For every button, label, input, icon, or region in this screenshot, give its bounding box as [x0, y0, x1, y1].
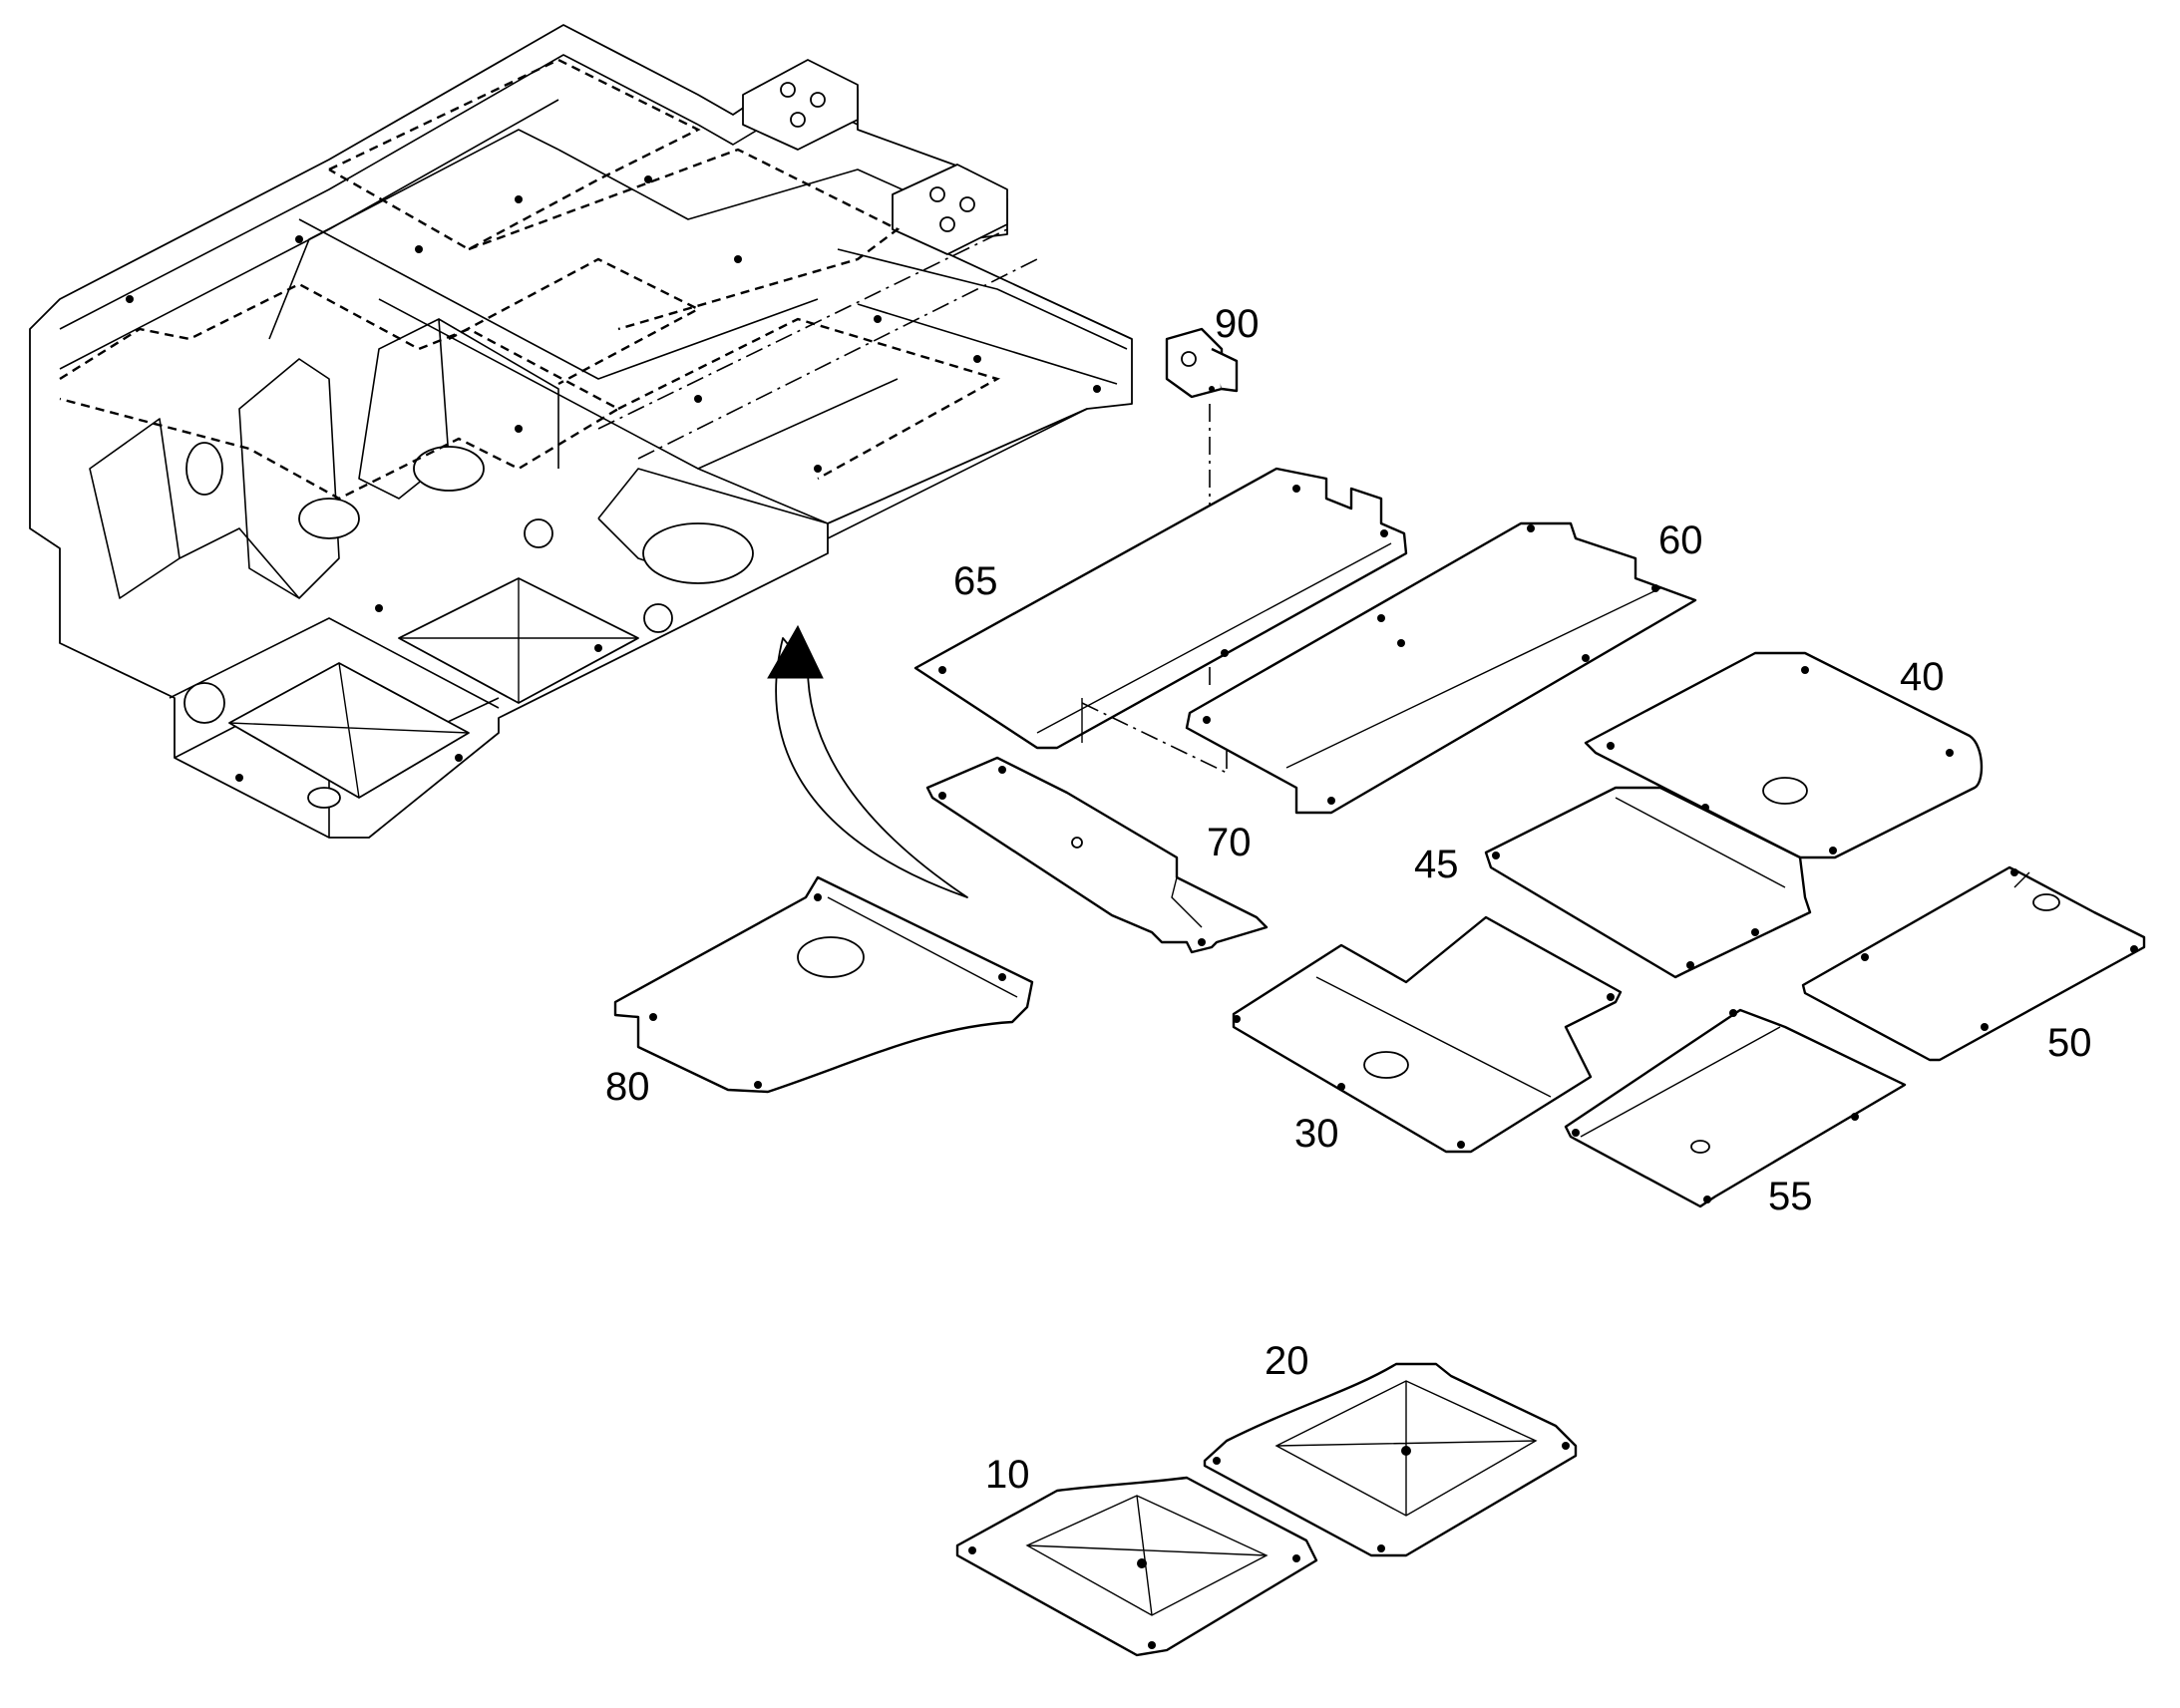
- part-10-panel: [955, 1476, 1318, 1657]
- part-90-bracket: [1165, 327, 1239, 688]
- label-65: 65: [953, 559, 998, 603]
- part-50-panel: [1801, 865, 2146, 1062]
- part-40-panel: [1584, 651, 1984, 859]
- label-30: 30: [1294, 1112, 1339, 1156]
- part-30-panel: [1232, 915, 1623, 1154]
- part-45-panel: [1484, 786, 1812, 979]
- label-55: 55: [1768, 1175, 1813, 1218]
- part-60-panel: [1185, 521, 1697, 815]
- part-55-panel: [1564, 1008, 1907, 1208]
- part-70-panel: [925, 756, 1269, 954]
- part-80-panel: [613, 875, 1034, 1094]
- label-20: 20: [1265, 1339, 1309, 1383]
- label-90: 90: [1215, 302, 1260, 346]
- part-20-panel: [1203, 1362, 1578, 1557]
- label-45: 45: [1414, 843, 1459, 886]
- label-10: 10: [985, 1453, 1030, 1497]
- label-70: 70: [1207, 821, 1252, 864]
- main-frame-assembly: [29, 24, 1133, 839]
- label-60: 60: [1658, 518, 1703, 562]
- assembly-arrow: [767, 624, 968, 898]
- label-40: 40: [1900, 655, 1945, 699]
- label-80: 80: [605, 1065, 650, 1109]
- label-50: 50: [2047, 1021, 2092, 1065]
